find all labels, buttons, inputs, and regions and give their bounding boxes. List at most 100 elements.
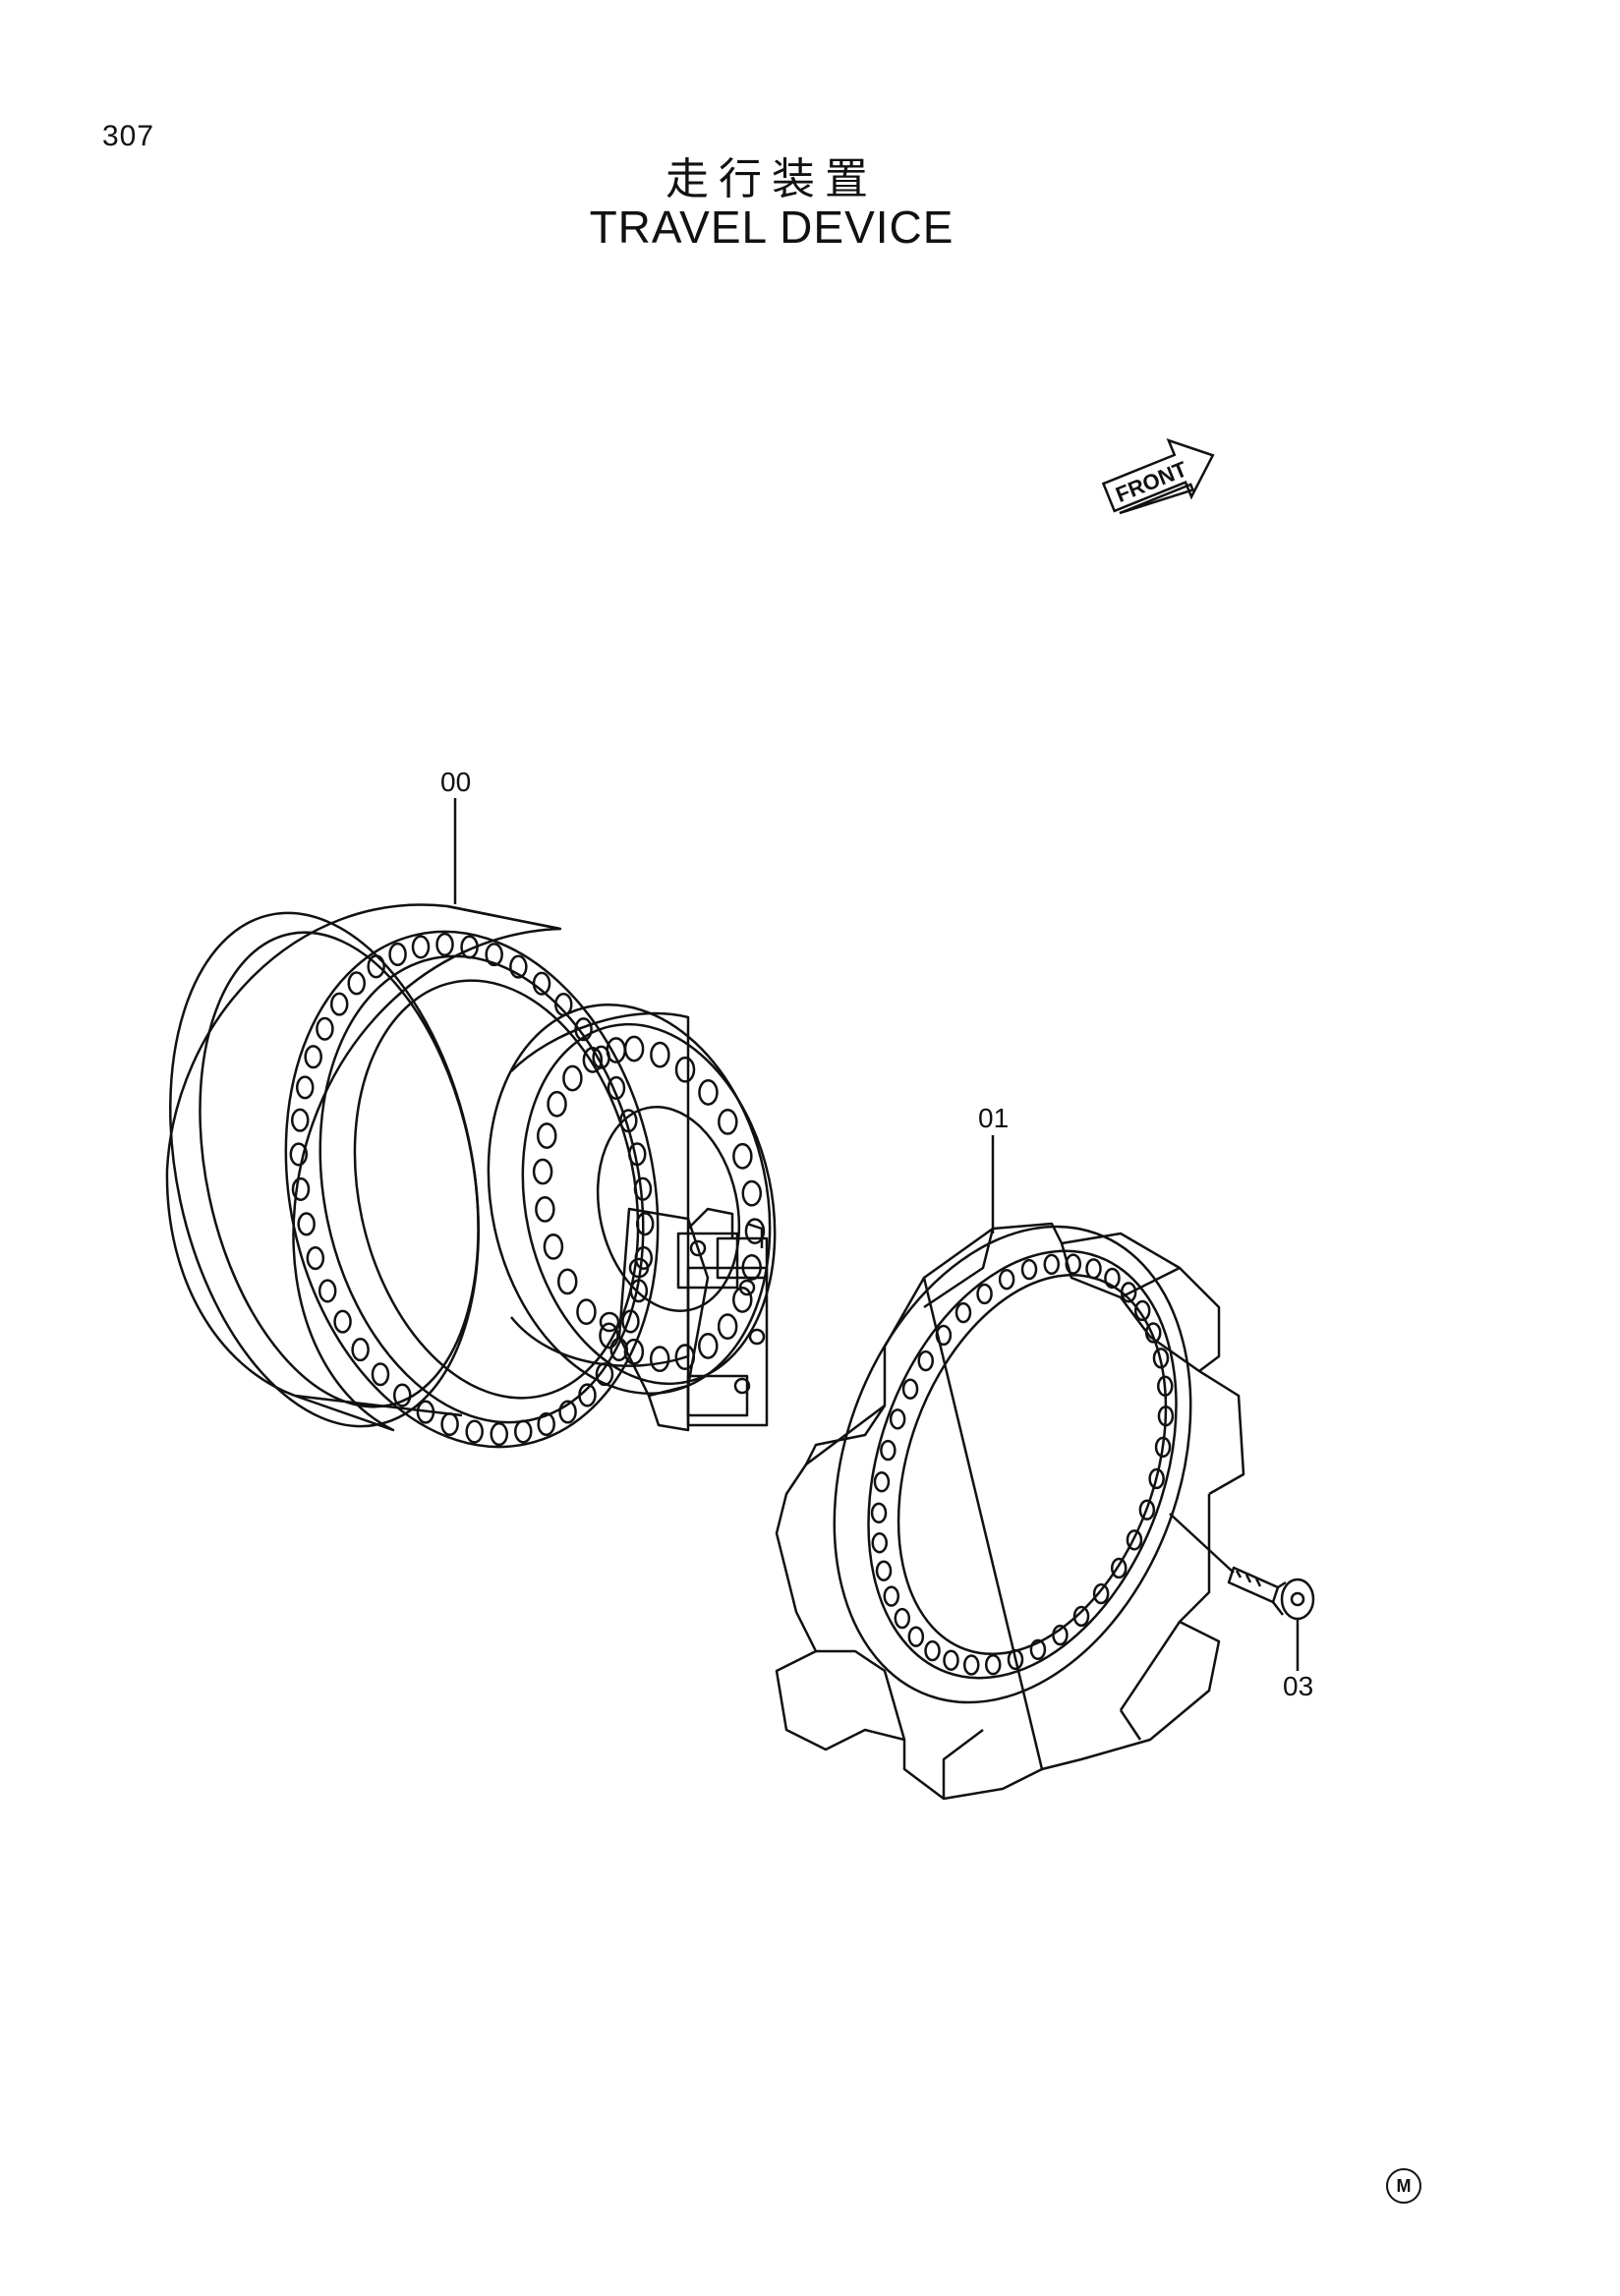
bolt-hole <box>1148 1467 1165 1490</box>
bolt-hole <box>732 1287 753 1313</box>
callout-00: 00 <box>440 767 472 797</box>
bolt-hole <box>871 1532 888 1554</box>
bolt-hole <box>333 1309 352 1334</box>
bolt-hole <box>392 1383 412 1407</box>
bolt-hole <box>1007 1648 1024 1671</box>
bolt-hole <box>607 1075 626 1100</box>
bolt-hole <box>1126 1529 1143 1551</box>
bolt-hole <box>329 992 349 1016</box>
bolt-hole <box>537 1122 557 1149</box>
bolt-hole <box>627 1142 647 1167</box>
bolt-hole <box>629 1279 649 1303</box>
bolt-hole <box>955 1301 972 1324</box>
bolt-hole <box>514 1419 533 1444</box>
bolt-hole <box>907 1626 925 1647</box>
bolt-hole <box>924 1639 941 1662</box>
bolt-hole <box>485 943 503 967</box>
sprocket-bolt-ring <box>870 1253 1175 1676</box>
bolt-hole <box>440 1411 459 1437</box>
bolt-hole <box>901 1378 919 1400</box>
bolt-hole <box>1085 1258 1102 1280</box>
bolt-hole <box>558 1400 577 1424</box>
bolt-hole <box>744 1218 766 1244</box>
bolt-hole <box>698 1333 719 1359</box>
bolt-hole <box>388 942 407 966</box>
bolt-hole <box>984 1654 1002 1676</box>
bolt-hole <box>1029 1638 1047 1661</box>
sprocket <box>775 1222 1245 1801</box>
bolt-hole <box>880 1439 897 1462</box>
bolt-hole <box>606 1037 626 1063</box>
bolt-hole <box>509 954 528 979</box>
bolt-hole <box>649 1346 670 1373</box>
bolt-hole <box>943 1649 959 1671</box>
bolt-hole <box>578 1383 597 1407</box>
bolt-hole <box>634 1245 654 1270</box>
callout-03: 03 <box>1283 1671 1314 1701</box>
bolt <box>1227 1566 1315 1621</box>
bolt-hole <box>435 932 454 956</box>
travel-motor-assembly <box>165 903 777 1449</box>
bolt-hole <box>1052 1624 1069 1646</box>
bolt-hole <box>465 1419 484 1444</box>
bolt-hole <box>1043 1253 1061 1275</box>
bolt-hole <box>1120 1282 1137 1303</box>
bolt-hole <box>416 1400 435 1424</box>
bolt-hole <box>1104 1267 1121 1290</box>
bolt-hole <box>411 935 431 959</box>
bolt-hole <box>1110 1557 1128 1579</box>
bolt-hole <box>556 1268 578 1295</box>
bolt-hole <box>316 1016 334 1041</box>
bolt-hole <box>306 1246 325 1271</box>
bolt-hole <box>1152 1348 1170 1369</box>
bolt-hole <box>894 1607 911 1630</box>
bolt-hole <box>883 1585 900 1607</box>
bolt-hole <box>351 1338 370 1362</box>
bolt-hole <box>1072 1605 1090 1628</box>
bolt-hole <box>633 1177 653 1201</box>
bolt-hole <box>650 1041 670 1068</box>
bolt-hole <box>1154 1436 1172 1459</box>
bolt-hole <box>976 1283 993 1305</box>
bolt-hole <box>537 1411 555 1436</box>
bolt-hole <box>870 1502 888 1524</box>
bolt-hole <box>1133 1299 1151 1322</box>
bolt-hole <box>532 971 551 996</box>
front-arrow-icon: FRONT <box>1101 437 1215 515</box>
bolt-hole <box>1138 1499 1156 1521</box>
bolt-hole <box>532 1158 553 1185</box>
bolt-hole <box>1020 1258 1038 1281</box>
bolt-hole <box>962 1654 980 1676</box>
bolt-hole <box>998 1268 1015 1291</box>
bolt-hole <box>1157 1405 1175 1427</box>
bolt-hole <box>576 1298 597 1326</box>
bolt-hole <box>347 971 366 996</box>
bolt-hole <box>717 1313 738 1341</box>
bolt-hole <box>599 1322 619 1349</box>
bolt-hole <box>621 1309 640 1334</box>
bolt-hole <box>582 1047 604 1073</box>
bolt-hole <box>873 1470 891 1493</box>
bolt-hole <box>635 1212 655 1236</box>
bolt-hole <box>1157 1375 1174 1397</box>
bolt-hole <box>371 1362 390 1387</box>
bolt-hole <box>490 1422 509 1447</box>
bolt-hole <box>289 1142 309 1167</box>
page-title-jp: 走行装置 <box>665 154 878 204</box>
circled-m-mark: M <box>1386 2168 1421 2204</box>
bolt-hole <box>741 1179 763 1207</box>
bolt-hole <box>732 1142 753 1170</box>
bolt-hole <box>460 935 479 959</box>
bolt-hole <box>547 1090 567 1118</box>
bolt-hole <box>535 1195 555 1223</box>
bolt-hole <box>623 1035 645 1062</box>
bolt-hole <box>698 1079 719 1106</box>
leader-03-axis <box>1169 1513 1235 1574</box>
bolt-hole <box>291 1177 311 1201</box>
bolt-hole <box>619 1109 638 1133</box>
bolt-hole <box>889 1408 906 1430</box>
bolt-hole <box>875 1560 893 1581</box>
bolt-hole <box>1092 1582 1110 1605</box>
bolt-hole <box>718 1109 738 1135</box>
